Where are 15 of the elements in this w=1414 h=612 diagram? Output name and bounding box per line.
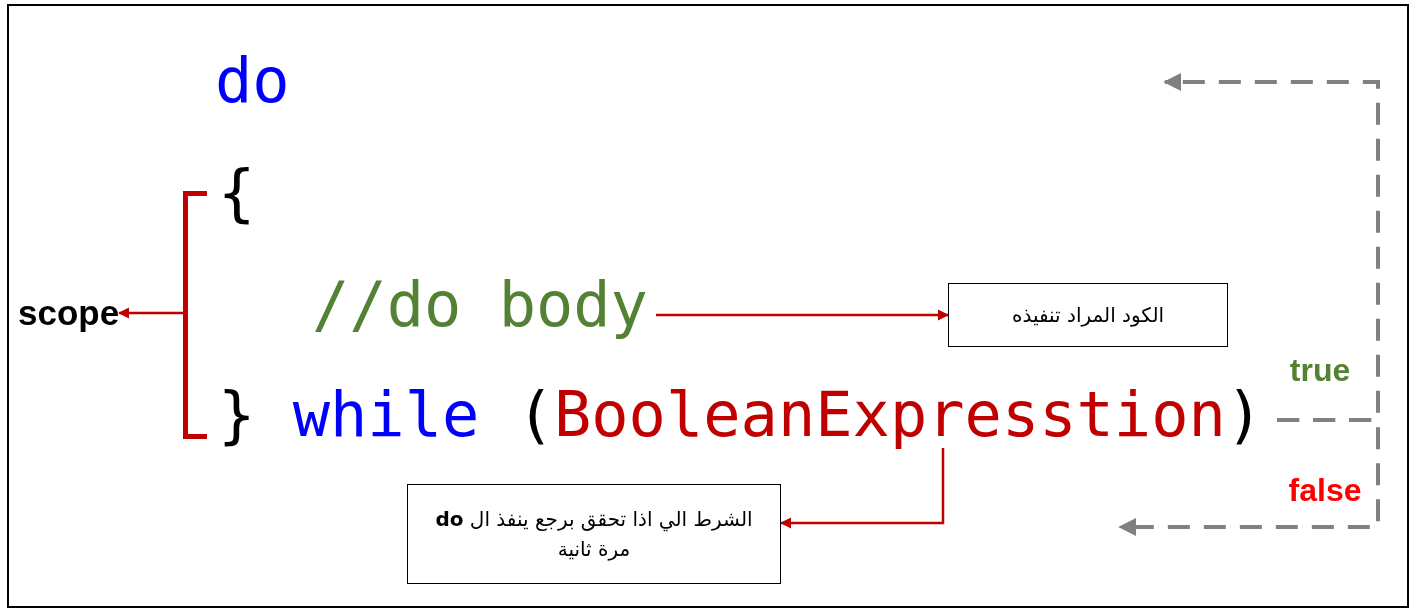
code-brace: } (218, 378, 256, 451)
code-keyword: do (215, 48, 290, 114)
code-brace: { (218, 160, 256, 226)
code-parenthesis: ( (516, 378, 554, 451)
bracket (183, 191, 207, 439)
arrow (655, 309, 950, 321)
arrow (118, 307, 183, 319)
code-identifier: BooleanExpresstion (553, 378, 1226, 451)
arrow (779, 448, 945, 529)
scope-label: scope (18, 293, 120, 333)
code-comment: //do body (312, 272, 648, 338)
note-box: الكود المراد تنفيذه (948, 283, 1228, 347)
code-keyword: while (292, 378, 480, 451)
arrow (1118, 418, 1380, 536)
code-parenthesis: ) (1225, 378, 1264, 451)
